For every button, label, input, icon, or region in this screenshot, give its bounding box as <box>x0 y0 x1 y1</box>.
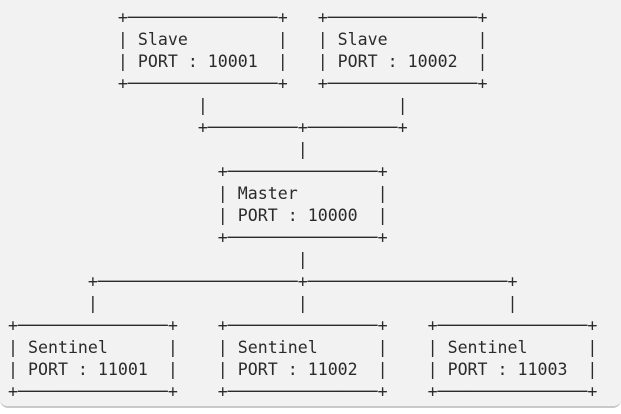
ascii-row: | PORT : 10001 | | PORT : 10002 | <box>8 52 488 71</box>
ascii-row: +───────────────+ +───────────────+ +───… <box>8 382 598 401</box>
ascii-row: +───────────────+ +───────────────+ +───… <box>8 316 598 335</box>
ascii-row: | <box>8 250 308 269</box>
ascii-row: +───────────────+ <box>8 228 388 247</box>
ascii-row: | Slave | | Slave | <box>8 30 488 49</box>
ascii-row: | Sentinel | | Sentinel | | Sentinel | <box>8 338 598 357</box>
ascii-row: +─────────+─────────+ <box>8 118 408 137</box>
ascii-row: +───────────────+ +───────────────+ <box>8 8 488 27</box>
ascii-row: | | | <box>8 294 518 313</box>
ascii-row: | PORT : 11001 | | PORT : 11002 | | PORT… <box>8 360 598 379</box>
ascii-row: | | <box>8 96 408 115</box>
ascii-row: +───────────────+ <box>8 162 388 181</box>
ascii-row: | <box>8 140 308 159</box>
ascii-row: +───────────────+ +───────────────+ <box>8 74 488 93</box>
ascii-row: | PORT : 10000 | <box>8 206 388 225</box>
ascii-row: | Master | <box>8 184 388 203</box>
ascii-diagram: +───────────────+ +───────────────+ | Sl… <box>8 8 598 401</box>
ascii-row: +────────────────────+──────────────────… <box>8 272 518 291</box>
